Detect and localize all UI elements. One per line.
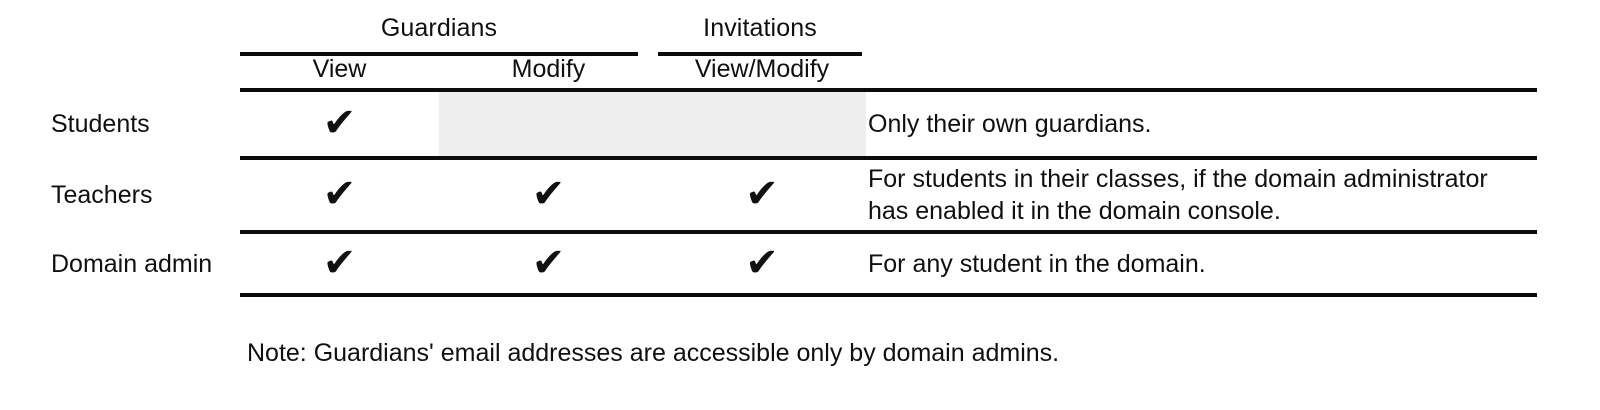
table-rule-after-students <box>240 156 1537 160</box>
group-rule-invitations <box>658 52 862 56</box>
description-text: For any student in the domain. <box>868 249 1206 278</box>
cell-students-guardians-view: ✔ <box>240 92 439 156</box>
row-label-domain-admin: Domain admin <box>51 249 213 278</box>
footnote-text: Note: Guardians' email addresses are acc… <box>247 339 1060 367</box>
cell-students-invitations-view-modify <box>658 92 866 156</box>
checkmark-icon: ✔ <box>322 100 357 146</box>
column-header-modify: Modify <box>511 55 586 83</box>
table-rule-after-teachers <box>240 230 1537 234</box>
checkmark-icon: ✔ <box>531 171 566 217</box>
cell-students-description: Only their own guardians. <box>868 92 1528 156</box>
column-header-view: View <box>312 55 367 83</box>
table-rule-top <box>240 88 1537 92</box>
cell-teachers-description: For students in their classes, if the do… <box>868 160 1528 230</box>
table-row: Domain admin ✔ ✔ ✔ For any student in th… <box>0 234 1600 293</box>
cell-teachers-invitations-view-modify: ✔ <box>658 160 866 230</box>
blocked-cell-shading-students <box>439 92 866 156</box>
row-label-teachers: Teachers <box>51 181 153 209</box>
row-label-students: Students <box>51 110 150 138</box>
description-text: Only their own guardians. <box>868 110 1152 138</box>
cell-teachers-guardians-modify: ✔ <box>439 160 658 230</box>
column-group-guardians: Guardians <box>380 14 498 42</box>
checkmark-icon: ✔ <box>322 171 357 217</box>
column-header-view-modify: View/Modify <box>694 55 830 83</box>
description-text: For students in their classes, if the do… <box>868 165 1488 225</box>
table-row: Students ✔ Only their own guardians. <box>0 92 1600 156</box>
cell-domain-admin-guardians-modify: ✔ <box>439 234 658 293</box>
checkmark-icon: ✔ <box>322 239 357 286</box>
table-row: Teachers ✔ ✔ ✔ For students in their cla… <box>0 160 1600 230</box>
checkmark-icon: ✔ <box>745 171 779 217</box>
column-group-invitations: Invitations <box>703 14 817 42</box>
column-header-row: View Modify View/Modify <box>240 53 1537 87</box>
checkmark-icon: ✔ <box>531 239 566 286</box>
group-rule-guardians <box>240 52 638 56</box>
cell-domain-admin-guardians-view: ✔ <box>240 234 439 293</box>
cell-teachers-guardians-view: ✔ <box>240 160 439 230</box>
cell-students-guardians-modify <box>439 92 658 156</box>
checkmark-icon: ✔ <box>745 239 779 286</box>
cell-domain-admin-description: For any student in the domain. <box>868 234 1528 293</box>
cell-domain-admin-invitations-view-modify: ✔ <box>658 234 866 293</box>
table-rule-bottom <box>240 293 1537 297</box>
column-group-header-row: Guardians Invitations <box>240 12 1537 56</box>
